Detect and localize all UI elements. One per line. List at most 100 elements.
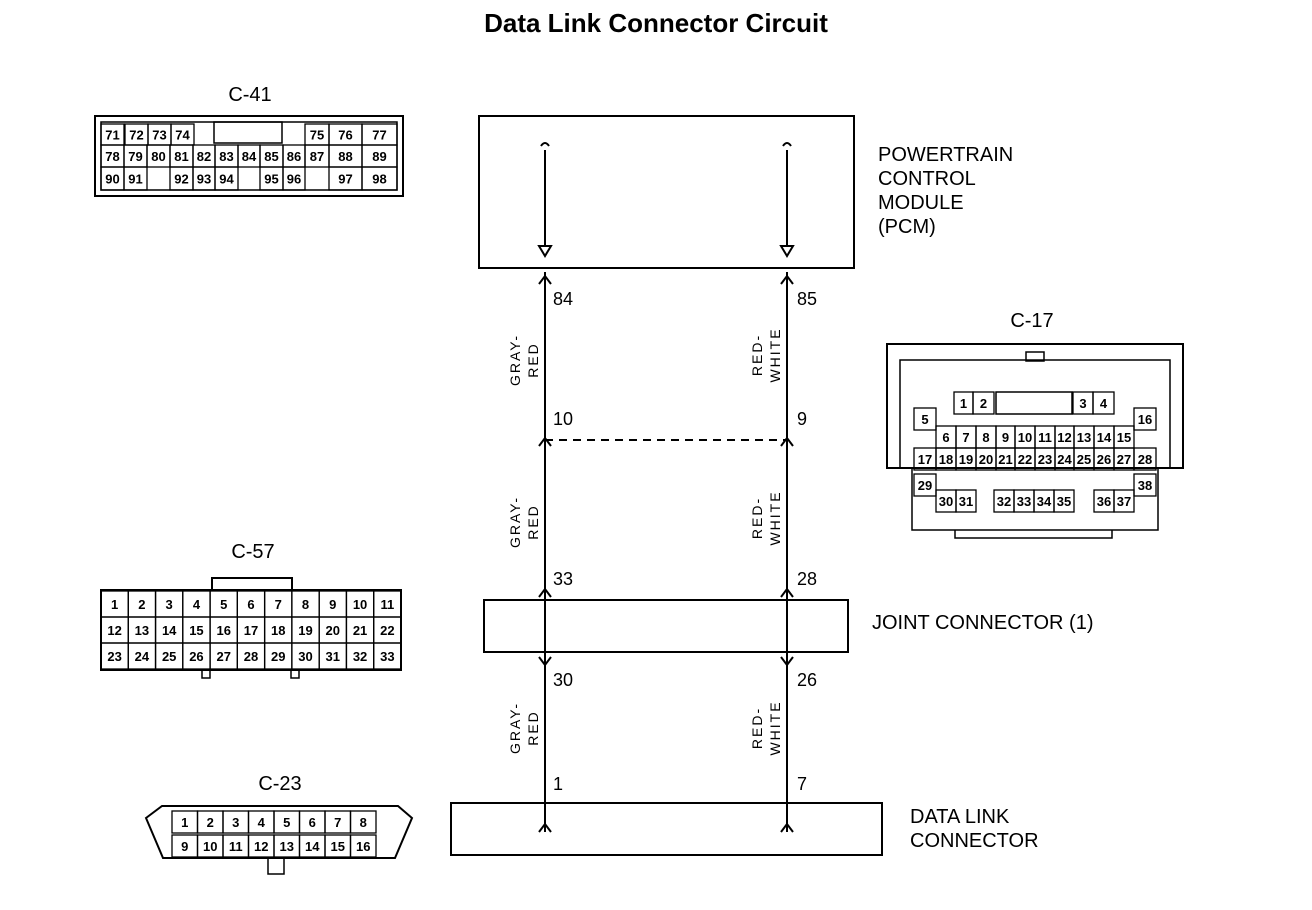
wire-color-right-1a: RED- [749,334,765,376]
wire-color-left-3b: RED [525,710,541,746]
c17-pin-23-text: 23 [1038,452,1052,467]
c57-pin-14-text: 14 [162,623,177,638]
c41-pin-84-text: 84 [242,149,257,164]
c17-pin-22-text: 22 [1018,452,1032,467]
c57-pin-17-text: 17 [244,623,258,638]
wire-color-right-3a: RED- [749,707,765,749]
wire-color-left-2a: GRAY- [507,496,523,548]
c41-pin-97-text: 97 [338,172,352,187]
c17-pin-28-cell [1133,447,1157,471]
c17-pin-37-text: 37 [1117,494,1131,509]
c57-pin-31-text: 31 [326,649,340,664]
c17-pin-26-text: 26 [1097,452,1111,467]
c17-pin-4-text: 4 [1100,396,1108,411]
c57-pin-28-text: 28 [244,649,258,664]
pin-10: 10 [553,409,573,429]
c17-pin-38-text: 38 [1138,478,1152,493]
c41-pin-89-text: 89 [372,149,386,164]
c57-pin-13-text: 13 [135,623,149,638]
c57-pin-4-text: 4 [193,597,201,612]
wire-color-right-2a: RED- [749,497,765,539]
c57-pin-29-text: 29 [271,649,285,664]
c41-pin-90-text: 90 [105,172,119,187]
c23-pin-11-text: 11 [229,839,243,854]
c57-pin-33-cell [373,642,402,670]
c23-pin-9-text: 9 [181,839,188,854]
c23-pin-13-text: 13 [280,839,294,854]
pcm-label-2: CONTROL [878,168,976,190]
connector-c23-body [144,805,414,859]
c41-pin-87-text: 87 [310,149,324,164]
pin-1: 1 [553,774,563,794]
c23-pin-8-cell [349,810,377,834]
c41-pin-85-text: 85 [264,149,278,164]
c17-pin-31-text: 31 [959,494,973,509]
pcm-internal-right [782,142,792,246]
c17-pin-5-cell [913,407,937,431]
c23-pin-8-text: 8 [360,815,367,830]
c57-pin-18-text: 18 [271,623,285,638]
c57-pin-22-text: 22 [380,623,394,638]
c41-pin-91-text: 91 [128,172,142,187]
c17-pin-2-cell [972,391,995,415]
pin-85: 85 [797,289,817,309]
c57-pin-20-text: 20 [326,623,340,638]
pcm-label-1: POWERTRAIN [878,144,1013,166]
connector-c23-label: C-23 [258,773,301,795]
c41-pin-91-cell [123,166,148,191]
c57-pin-1-text: 1 [111,597,118,612]
c57-pin-9-text: 9 [329,597,336,612]
c41-pin-82-text: 82 [197,149,211,164]
c41-pin-86-text: 86 [287,149,301,164]
c57-pin-15-text: 15 [189,623,203,638]
c17-pin-29-cell [913,473,937,497]
c41-pin-79-text: 79 [128,149,142,164]
c17-pin-6-text: 6 [942,430,949,445]
c17-pin-25-text: 25 [1077,452,1091,467]
pin-28: 28 [797,569,817,589]
c23-pin-10-text: 10 [203,839,217,854]
c57-pin-25-text: 25 [162,649,176,664]
c41-pin-98-text: 98 [372,172,386,187]
c41-pin-95-text: 95 [264,172,278,187]
c17-pin-14-text: 14 [1097,430,1112,445]
c23-pin-2-text: 2 [207,815,214,830]
c17-pin-17-text: 17 [918,452,932,467]
c57-pin-11-text: 11 [380,597,394,612]
wire-color-left-2b: RED [525,504,541,540]
c17-pin-29-text: 29 [918,478,932,493]
c57-pin-21-text: 21 [353,623,367,638]
c57-pin-2-text: 2 [138,597,145,612]
wire-color-right-2b: WHITE [767,490,783,545]
c17-pin-1-text: 1 [960,396,967,411]
c23-pin-3-text: 3 [232,815,239,830]
c41-pin-92-text: 92 [174,172,188,187]
pin-84: 84 [553,289,573,309]
wire-color-left-1b: RED [525,342,541,378]
c17-pin-30-text: 30 [939,494,953,509]
c57-pin-7-text: 7 [275,597,282,612]
c41-pin-93-text: 93 [197,172,211,187]
wire-color-right-1b: WHITE [767,327,783,382]
pin-30: 30 [553,670,573,690]
c17-pin-12-text: 12 [1057,430,1071,445]
c41-pin-94-cell [214,166,239,191]
c23-pin-7-text: 7 [334,815,341,830]
connector-c41-body [94,115,404,197]
c17-pin-9-text: 9 [1002,430,1009,445]
c41-pin-78-text: 78 [105,149,119,164]
wire-color-right-3b: WHITE [767,700,783,755]
c57-pin-5-text: 5 [220,597,227,612]
c41-pin-72-text: 72 [129,128,143,143]
pin-33: 33 [553,569,573,589]
c17-pin-37-cell [1113,489,1135,513]
c41-pin-88-text: 88 [338,149,352,164]
c17-pin-31-cell [955,489,977,513]
c57-pin-23-text: 23 [107,649,121,664]
c17-pin-2-text: 2 [980,396,987,411]
c17-pin-3-text: 3 [1079,396,1086,411]
connector-c41-label: C-41 [228,84,271,106]
c57-pin-12-text: 12 [107,623,121,638]
